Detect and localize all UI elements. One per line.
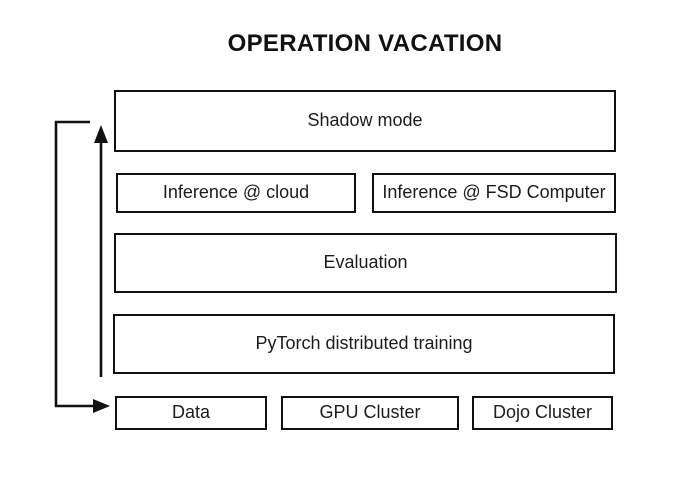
upward-flow-arrow-icon (94, 125, 108, 377)
node-evaluation-label: Evaluation (323, 252, 408, 273)
node-gpu-cluster: GPU Cluster (281, 396, 459, 430)
node-evaluation: Evaluation (114, 233, 617, 293)
node-dojo-cluster: Dojo Cluster (472, 396, 613, 430)
node-inference-fsd-computer-label: Inference @ FSD Computer (382, 182, 606, 203)
feedback-loop-arrow-icon (54, 120, 110, 413)
node-pytorch-distributed-training-label: PyTorch distributed training (255, 333, 473, 354)
node-pytorch-distributed-training: PyTorch distributed training (113, 314, 615, 374)
node-inference-fsd-computer: Inference @ FSD Computer (372, 173, 616, 213)
node-inference-cloud-label: Inference @ cloud (162, 182, 310, 203)
node-inference-cloud: Inference @ cloud (116, 173, 356, 213)
node-dojo-cluster-label: Dojo Cluster (492, 402, 593, 423)
node-data-label: Data (171, 402, 211, 423)
node-data: Data (115, 396, 267, 430)
node-gpu-cluster-label: GPU Cluster (319, 402, 421, 423)
node-shadow-mode-label: Shadow mode (307, 110, 423, 131)
diagram-title: OPERATION VACATION (227, 30, 503, 57)
node-shadow-mode: Shadow mode (114, 90, 616, 152)
